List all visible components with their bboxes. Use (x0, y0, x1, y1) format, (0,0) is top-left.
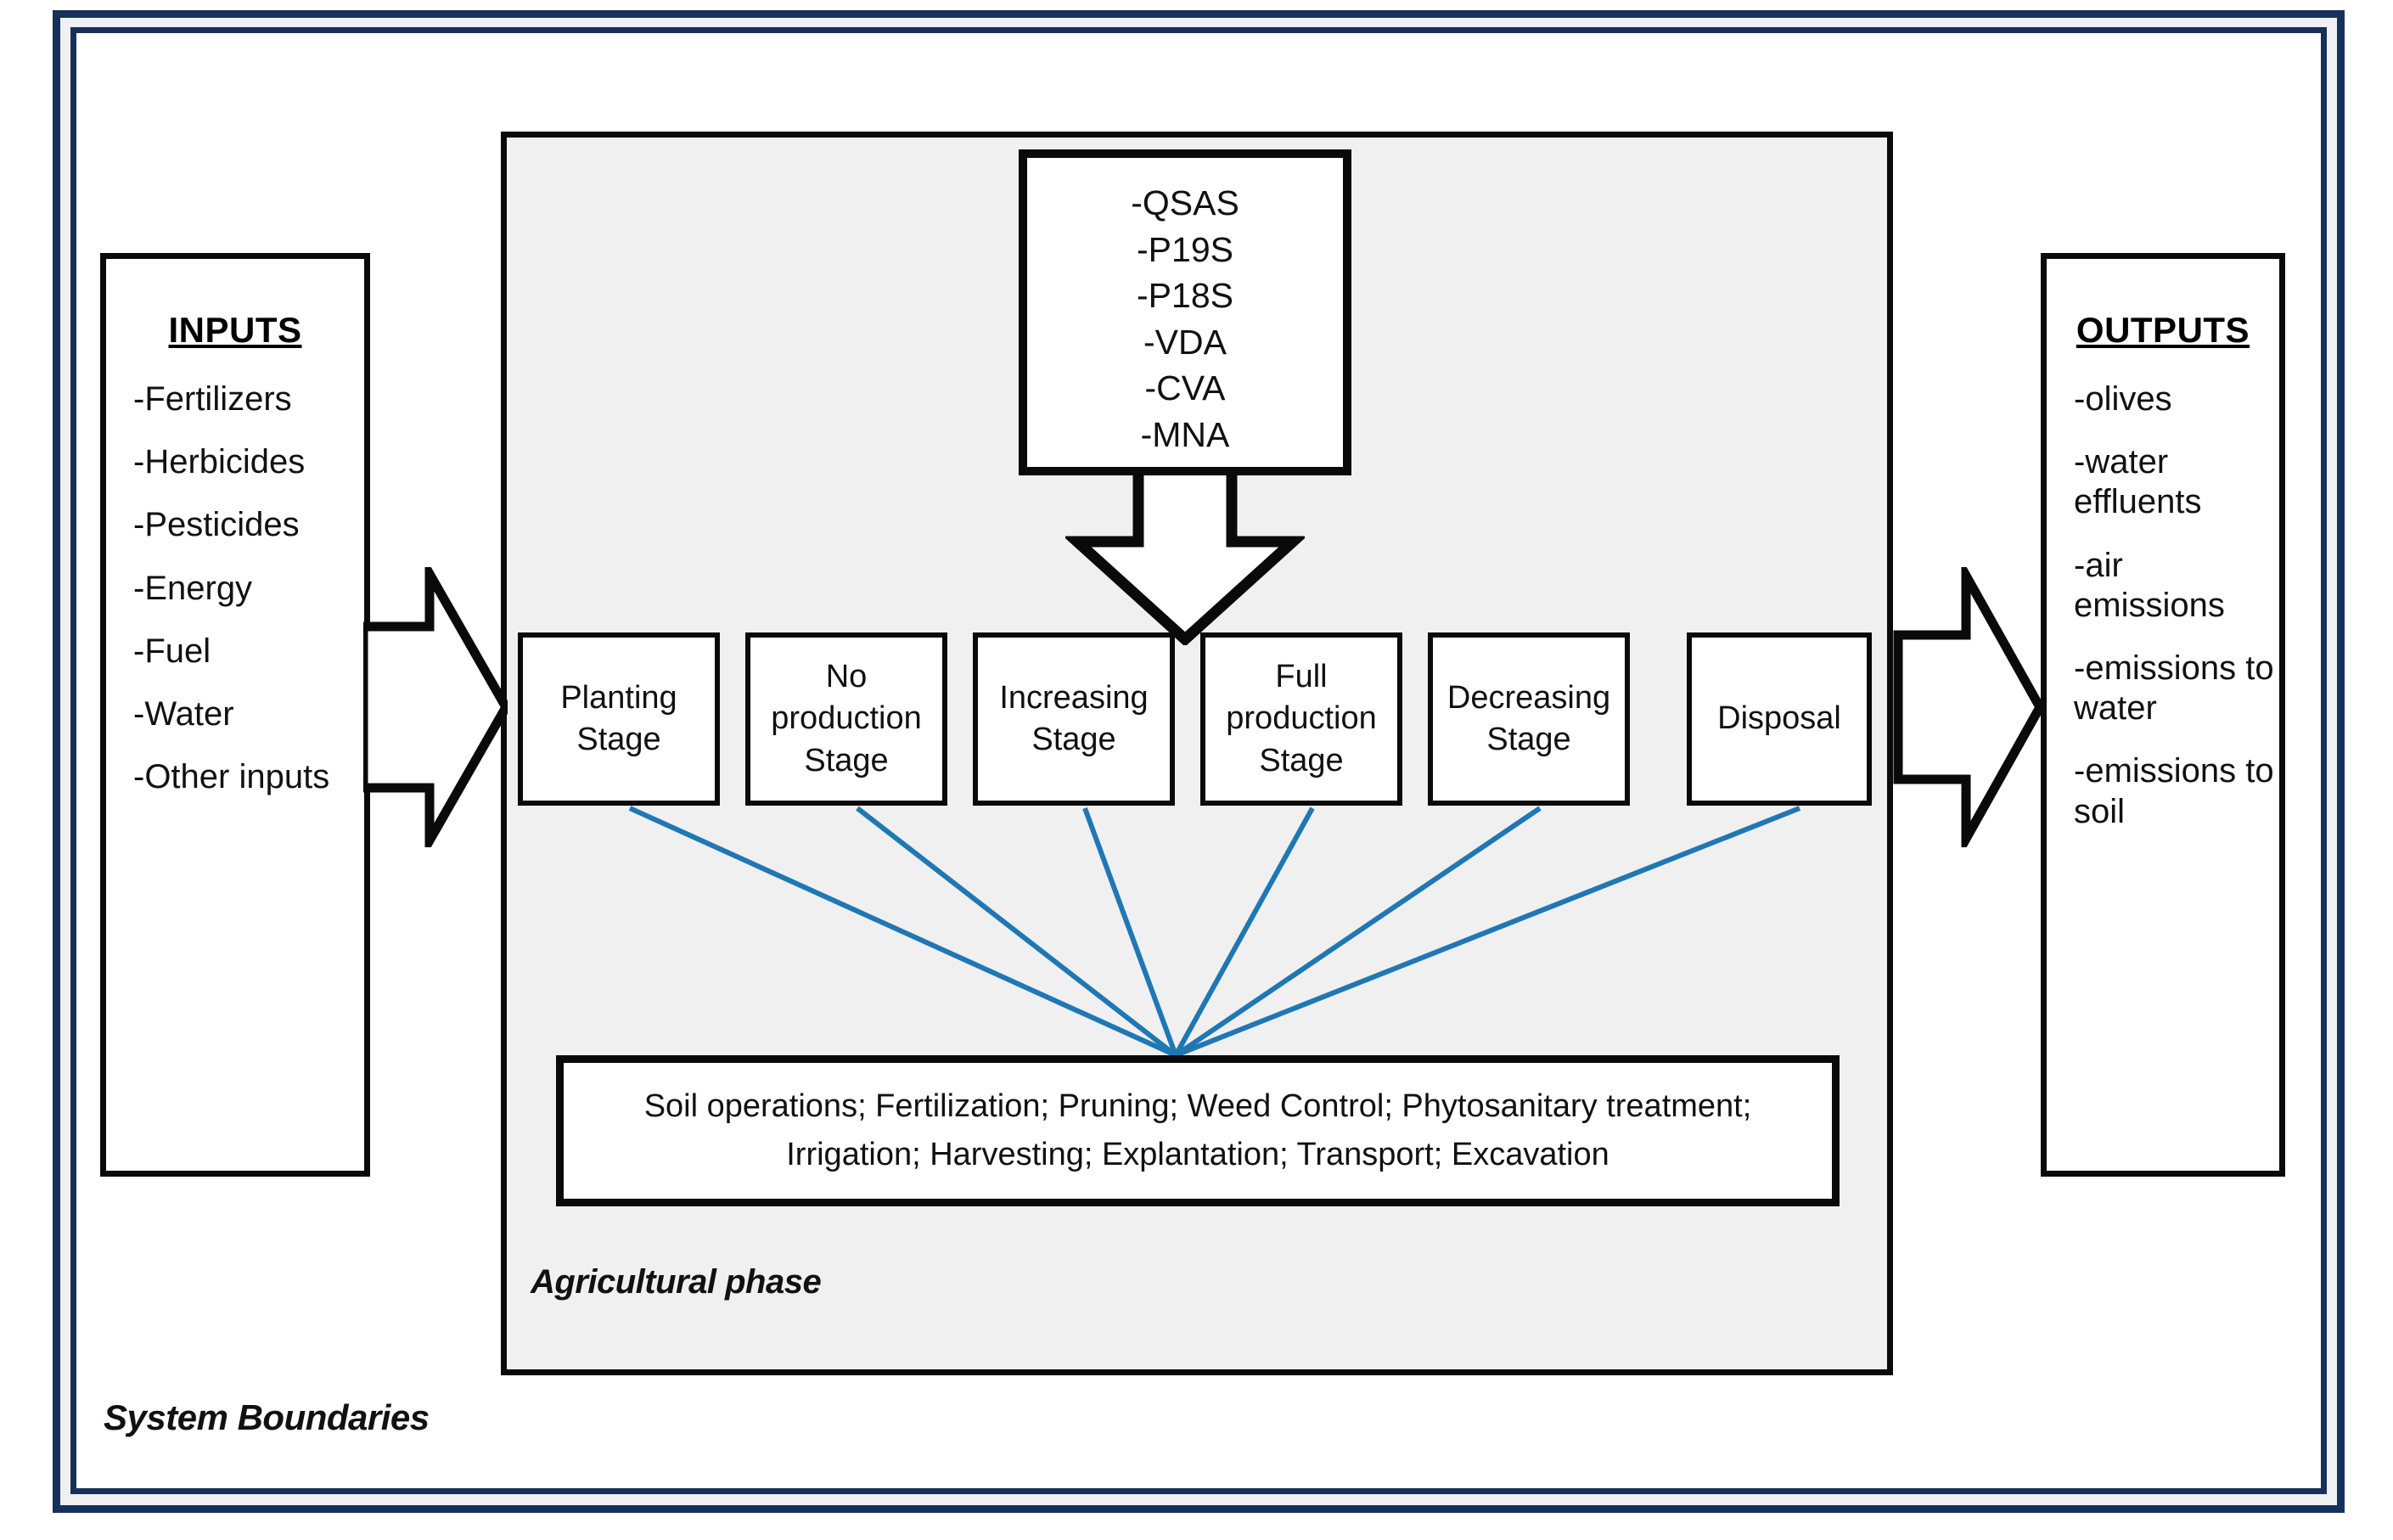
stage-label: Planting Stage (560, 679, 677, 757)
list-item: -P18S (1137, 276, 1233, 316)
list-item: -water effluents (2074, 443, 2202, 521)
list-item: -MNA (1140, 414, 1230, 454)
stage-box-no-production: No production Stage (745, 632, 947, 806)
list-item: -Energy (133, 569, 253, 607)
stage-label: Decreasing Stage (1446, 679, 1611, 757)
stage-box-disposal: Disposal (1687, 632, 1872, 806)
list-item: -P19S (1137, 229, 1233, 269)
agricultural-phase-label: Agricultural phase (531, 1263, 822, 1301)
stage-label: No production Stage (771, 658, 922, 778)
codes-down-arrow-icon (1065, 465, 1305, 645)
list-item: -VDA (1143, 322, 1227, 362)
outputs-list: -olives -water effluents -air emissions … (2047, 379, 2279, 832)
inputs-list: -Fertilizers -Herbicides -Pesticides -En… (106, 379, 364, 797)
operations-box: Soil operations; Fertilization; Pruning;… (556, 1055, 1840, 1206)
method-codes-box: -QSAS -P19S -P18S -VDA -CVA -MNA (1019, 149, 1351, 475)
stage-label: Increasing Stage (999, 679, 1149, 757)
list-item: -olives (2074, 380, 2172, 418)
list-item: -emissions to soil (2074, 752, 2274, 830)
outputs-title: OUTPUTS (2076, 310, 2250, 350)
stage-box-full-production: Full production Stage (1200, 632, 1402, 806)
list-item: -Pesticides (133, 506, 300, 544)
inputs-box: INPUTS -Fertilizers -Herbicides -Pestici… (100, 253, 370, 1177)
outputs-arrow-icon (1893, 567, 2044, 847)
stage-box-decreasing: Decreasing Stage (1428, 632, 1630, 806)
method-codes-list: -QSAS -P19S -P18S -VDA -CVA -MNA (1027, 158, 1343, 458)
list-item: -Fertilizers (133, 380, 292, 418)
list-item: -Other inputs (133, 758, 330, 796)
stage-label: Disposal (1717, 700, 1841, 737)
stage-box-planting: Planting Stage (518, 632, 720, 806)
list-item: -Fuel (133, 632, 211, 670)
list-item: -QSAS (1131, 183, 1239, 222)
stage-box-increasing: Increasing Stage (973, 632, 1175, 806)
inputs-title: INPUTS (168, 310, 302, 350)
list-item: -Water (133, 694, 234, 733)
outputs-box: OUTPUTS -olives -water effluents -air em… (2041, 253, 2285, 1177)
inputs-arrow-icon (363, 567, 508, 847)
operations-text: Soil operations; Fertilization; Pruning;… (643, 1088, 1752, 1172)
list-item: -Herbicides (133, 443, 306, 481)
list-item: -air emissions (2074, 546, 2225, 624)
list-item: -CVA (1144, 368, 1226, 408)
stage-label: Full production Stage (1226, 658, 1377, 778)
system-boundaries-label: System Boundaries (104, 1397, 430, 1437)
list-item: -emissions to water (2074, 649, 2274, 728)
